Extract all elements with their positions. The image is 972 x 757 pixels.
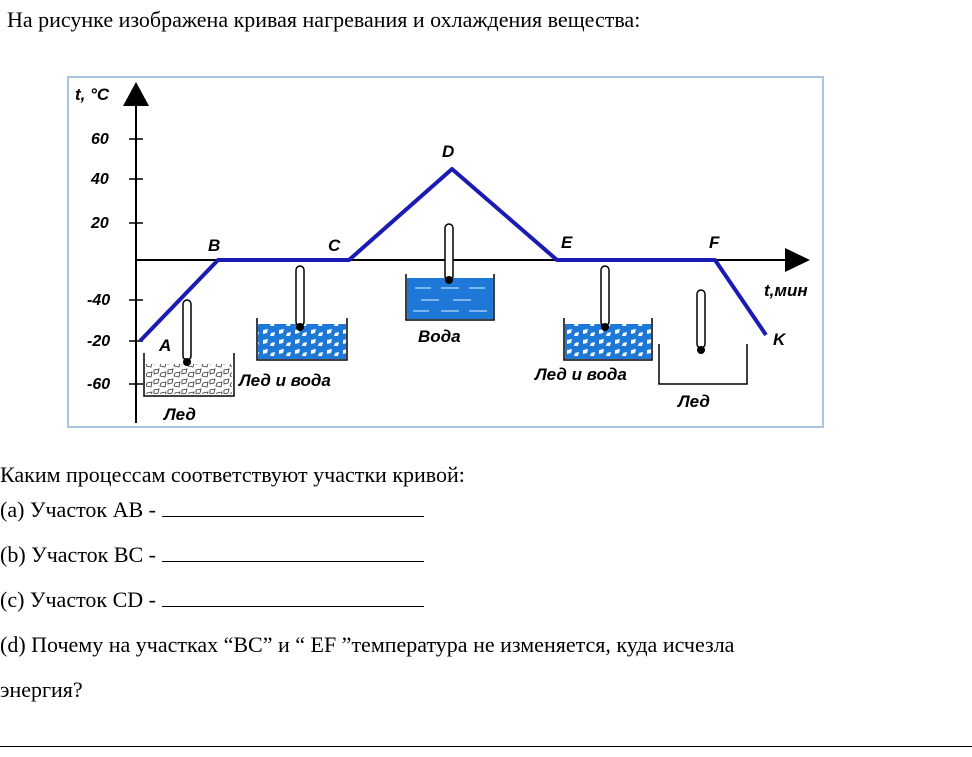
vessel-label: Вода — [418, 327, 461, 346]
question-item-a: (a) Участок АВ - — [0, 497, 424, 523]
question-text: Каким процессам соответствуют участки кр… — [0, 462, 465, 487]
thermometer-icon — [600, 265, 610, 327]
vessel-label: Лед и вода — [533, 365, 627, 384]
vessel-label: Лед и вода — [237, 371, 331, 390]
question-item-label: (c) Участок СD - — [0, 587, 156, 612]
point-label-d: D — [442, 142, 454, 161]
point-label-b: B — [208, 236, 220, 255]
y-axis-label: t, °C — [75, 85, 110, 104]
point-label-k: K — [773, 330, 787, 349]
thermometer-icon — [444, 223, 454, 281]
heating-cooling-diagram: 60 40 20 -40 -20 -60 t, °C t,мин A B C D… — [67, 76, 824, 428]
y-tick-label: 20 — [90, 215, 109, 232]
point-label-f: F — [709, 233, 720, 252]
vessel-ice-1 — [143, 299, 235, 397]
answer-blank — [162, 543, 425, 562]
thermometer-icon — [182, 299, 192, 361]
point-label-e: E — [561, 233, 573, 252]
question-item-d: (d) Почему на участках “BC” и “ EF ”темп… — [0, 632, 735, 657]
vessel-water — [405, 223, 495, 321]
y-tick-label: -20 — [87, 333, 110, 350]
question-item-d-continued: энергия? — [0, 677, 83, 702]
point-label-a: A — [158, 336, 171, 355]
answer-blank — [162, 498, 424, 517]
question-item-label: (b) Участок ВС - — [0, 542, 157, 567]
intro-text: На рисунке изображена кривая нагревания … — [7, 7, 641, 32]
question-item-label: (a) Участок АВ - — [0, 497, 156, 522]
vessel-ice-2 — [658, 289, 748, 385]
y-tick-label: 40 — [90, 171, 109, 188]
x-axis-arrow — [785, 248, 810, 272]
y-tick-label: 60 — [91, 131, 109, 148]
thermometer-icon — [696, 289, 706, 349]
answer-blank — [162, 588, 424, 607]
y-ticks — [129, 138, 143, 385]
x-axis-label: t,мин — [764, 281, 808, 300]
diagram-svg: 60 40 20 -40 -20 -60 t, °C t,мин A B C D… — [75, 82, 810, 424]
vessel-label: Лед — [162, 405, 196, 424]
y-tick-label: -40 — [87, 292, 110, 309]
thermometer-icon — [295, 265, 305, 327]
vessel-ice-water-2 — [563, 265, 653, 361]
answer-line — [0, 746, 972, 747]
heating-cooling-curve — [138, 167, 768, 343]
vessel-ice-water-1 — [256, 265, 348, 361]
vessel-label: Лед — [676, 392, 710, 411]
y-axis-arrow — [123, 82, 149, 106]
point-label-c: C — [328, 236, 341, 255]
question-item-c: (c) Участок СD - — [0, 587, 424, 613]
question-item-b: (b) Участок ВС - — [0, 542, 425, 568]
y-tick-label: -60 — [87, 376, 110, 393]
